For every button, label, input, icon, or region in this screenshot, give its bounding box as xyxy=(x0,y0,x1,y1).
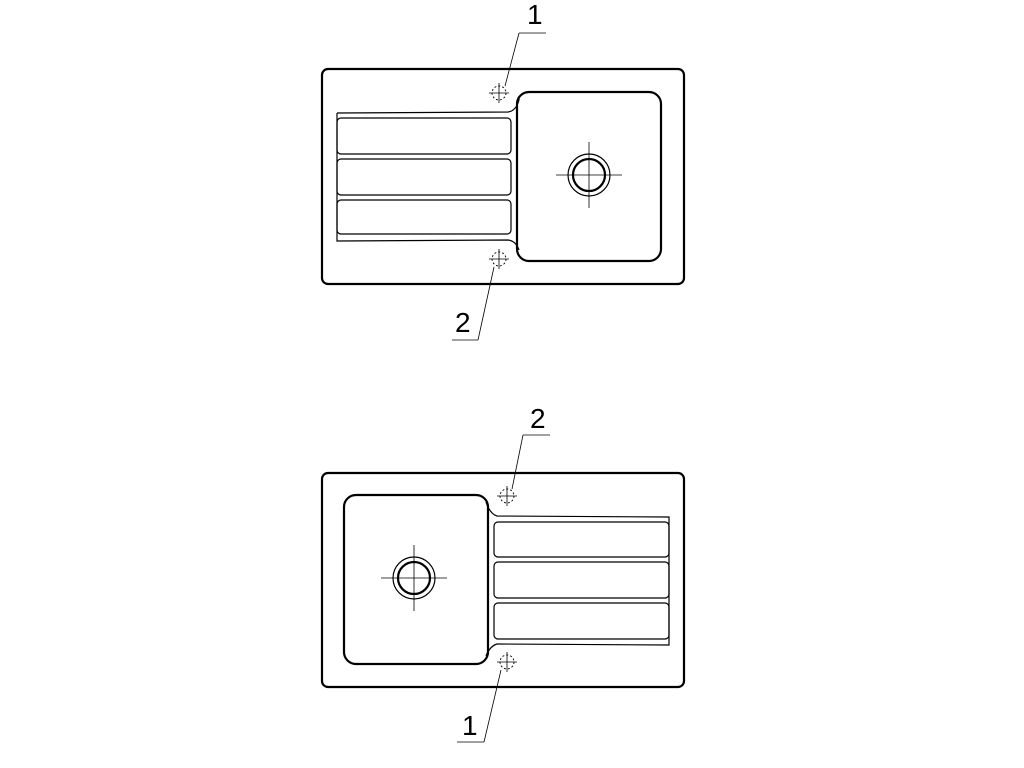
callout-leader xyxy=(457,669,502,743)
sink-outer-outline xyxy=(320,67,686,286)
drainer-groove xyxy=(336,199,512,235)
callout-number: 2 xyxy=(455,307,471,338)
tap-hole-marker-icon xyxy=(489,83,509,103)
callout-leader xyxy=(452,266,495,341)
drain-icon xyxy=(556,142,622,208)
callout-number: 1 xyxy=(462,710,478,741)
callout-number: 2 xyxy=(530,403,546,434)
bowl-outline xyxy=(515,90,663,263)
callout-number: 1 xyxy=(527,0,543,30)
tap-hole-marker-icon xyxy=(489,249,509,269)
drainer-groove xyxy=(336,158,512,196)
drainer-outline xyxy=(336,96,520,251)
drainer-groove xyxy=(336,117,512,155)
drainer-groove xyxy=(493,521,670,558)
sink-view-bottom: 2 1 xyxy=(320,403,686,743)
drainer-groove xyxy=(493,602,670,640)
sink-outer-outline xyxy=(320,471,686,689)
drain-icon xyxy=(381,545,447,611)
tap-hole-marker-icon xyxy=(497,652,517,672)
bowl-outline xyxy=(342,493,490,666)
callout-leader xyxy=(511,434,550,490)
drainer-groove xyxy=(493,561,670,599)
tap-hole-marker-icon xyxy=(497,486,517,506)
drainer-outline xyxy=(485,501,670,657)
sink-view-top: 1 2 xyxy=(320,0,686,341)
callout-leader xyxy=(504,32,546,87)
